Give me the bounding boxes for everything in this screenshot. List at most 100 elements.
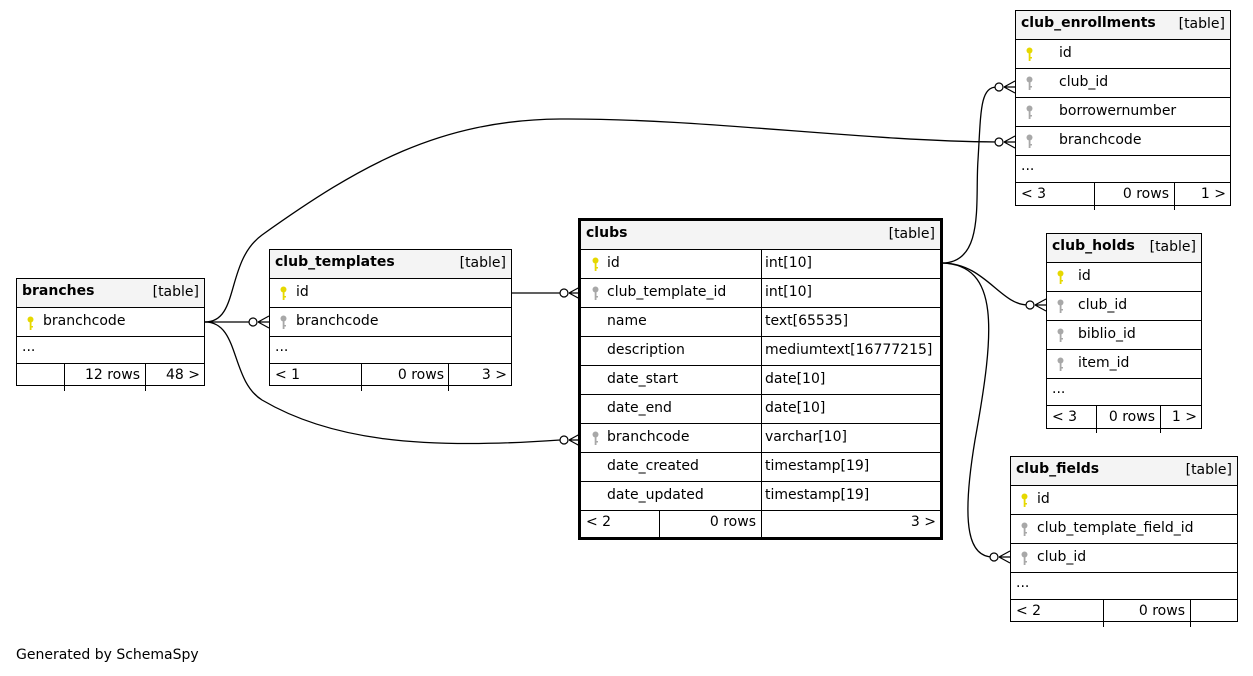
column-row[interactable]: id [1016,40,1230,69]
table-header: clubs [table] [581,221,940,250]
table-club-templates[interactable]: club_templates [table] id branchcode ...… [269,249,512,391]
column-name: branchcode [1059,132,1142,148]
edge-clubs-club-enrollments [941,86,998,264]
edge-end-marker [1025,300,1035,310]
table-footer: < 3 0 rows 1 > [1016,183,1230,210]
column-type: int[10] [765,284,812,300]
column-row[interactable]: id [1011,486,1237,515]
column-type: mediumtext[16777215] [765,342,933,358]
table-header: branches [table] [17,279,204,308]
edge-end-marker [989,552,999,562]
foreign-key-icon [591,286,600,301]
more-columns[interactable]: ... [17,337,204,364]
edge-end-marker [559,288,569,298]
column-name: date_updated [607,487,704,503]
crowfoot-marker [998,550,1011,564]
nav-next[interactable]: 3 > [481,367,507,383]
table-name: clubs [586,225,628,241]
column-row[interactable]: club_id [1047,292,1201,321]
column-row[interactable]: id [1047,263,1201,292]
foreign-key-icon [1056,357,1065,372]
column-name: id [1037,491,1050,507]
ellipsis-label: ... [1021,158,1035,174]
column-name: branchcode [607,429,690,445]
nav-prev[interactable]: < 3 [1052,409,1078,425]
foreign-key-icon [1025,105,1034,120]
nav-prev[interactable]: < 1 [275,367,301,383]
column-row[interactable]: club_template_field_id [1011,515,1237,544]
column-row[interactable]: club_id [1016,69,1230,98]
nav-next[interactable]: 48 > [166,367,200,383]
table-footer: 12 rows 48 > [17,364,204,391]
column-type: varchar[10] [765,429,847,445]
ellipsis-label: ... [22,339,36,355]
column-name: id [1078,268,1091,284]
crowfoot-marker [1003,135,1016,149]
ellipsis-label: ... [275,339,289,355]
nav-prev[interactable]: < 3 [1021,186,1047,202]
table-footer: < 2 0 rows 3 > [581,511,940,538]
column-row[interactable]: branchcode varchar[10] [581,424,940,453]
column-row[interactable]: biblio_id [1047,321,1201,350]
row-count: 0 rows [397,367,444,383]
primary-key-icon [591,257,600,272]
more-columns[interactable]: ... [270,337,511,364]
edge-branches-club-enrollments [204,118,998,323]
primary-key-icon [1056,270,1065,285]
column-name: date_created [607,458,699,474]
foreign-key-icon [1056,299,1065,314]
table-header: club_holds [table] [1047,234,1201,263]
primary-key-icon [279,286,288,301]
column-name: description [607,342,685,358]
edge-end-marker [559,435,569,445]
nav-next[interactable]: 1 > [1171,409,1197,425]
column-row[interactable]: branchcode [1016,127,1230,156]
column-row[interactable]: item_id [1047,350,1201,379]
table-branches[interactable]: branches [table] branchcode ... 12 rows … [16,278,205,391]
key-icon [26,316,35,331]
crowfoot-marker [1003,80,1016,94]
foreign-key-icon [279,315,288,330]
ellipsis-label: ... [1052,381,1066,397]
column-row[interactable]: description mediumtext[16777215] [581,337,940,366]
column-row[interactable]: id [270,279,511,308]
column-row[interactable]: branchcode [17,308,204,337]
more-columns[interactable]: ... [1011,573,1237,600]
row-count: 12 rows [84,367,140,383]
column-name: id [1059,45,1072,61]
column-name: borrowernumber [1059,103,1177,119]
table-header: club_templates [table] [270,250,511,279]
row-count: 0 rows [709,514,756,530]
nav-next[interactable]: 1 > [1200,186,1226,202]
edge-clubs-club-fields [941,262,994,558]
nav-next[interactable]: 3 > [910,514,936,530]
column-type: date[10] [765,400,826,416]
more-columns[interactable]: ... [1047,379,1201,406]
table-name: club_holds [1052,238,1135,254]
nav-prev[interactable]: < 2 [1016,603,1042,619]
column-row[interactable]: club_id [1011,544,1237,573]
column-row[interactable]: borrowernumber [1016,98,1230,127]
column-name: name [607,313,647,329]
nav-prev[interactable]: < 2 [586,514,612,530]
table-kind-label: [table] [1149,239,1196,255]
more-columns[interactable]: ... [1016,156,1230,183]
column-row[interactable]: branchcode [270,308,511,337]
column-name: item_id [1078,355,1130,371]
table-kind-label: [table] [459,255,506,271]
column-name: date_start [607,371,679,387]
column-name: club_template_field_id [1037,520,1194,536]
foreign-key-icon [1056,328,1065,343]
foreign-key-icon [1025,76,1034,91]
